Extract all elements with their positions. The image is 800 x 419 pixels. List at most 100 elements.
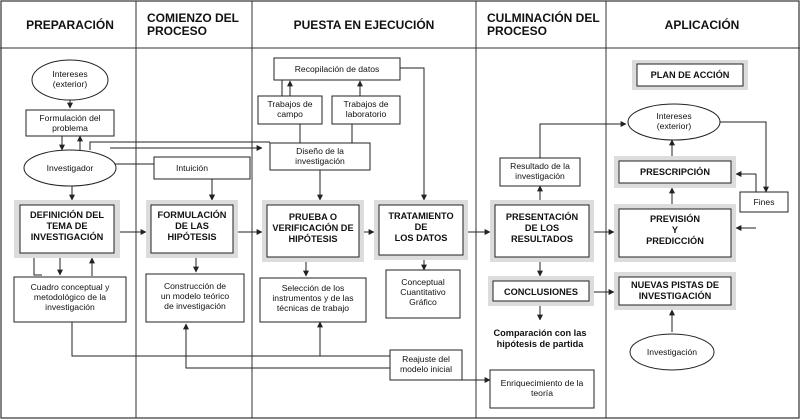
label-line: Y bbox=[672, 225, 678, 235]
label-line: PUESTA EN EJECUCIÓN bbox=[294, 17, 435, 32]
label-line: CULMINACIÓN DEL bbox=[487, 10, 600, 25]
recopilacion-datos-box bbox=[273, 57, 401, 81]
label-line: Formulación del bbox=[39, 113, 100, 123]
formulacion-problema-box bbox=[25, 109, 115, 137]
label-line: Cuantitativo bbox=[400, 287, 446, 297]
label-line: Gráfico bbox=[409, 297, 437, 307]
label-line: laboratorio bbox=[346, 109, 387, 119]
intereses-exterior-ellipse bbox=[31, 59, 109, 101]
label-line: Fines bbox=[753, 197, 774, 207]
construccion-modelo-box bbox=[145, 273, 245, 323]
label-line: Comparación con las bbox=[494, 328, 587, 338]
label-line: DE LOS bbox=[525, 223, 559, 233]
label-line: DE bbox=[415, 222, 428, 232]
column-header: PUESTA EN EJECUCIÓN bbox=[294, 17, 435, 32]
label-line: campo bbox=[277, 109, 303, 119]
label-line: investigación bbox=[295, 156, 345, 166]
seleccion-instrumentos-box bbox=[259, 277, 367, 323]
label-line: investigación bbox=[45, 302, 95, 312]
label-line: Trabajos de bbox=[343, 99, 388, 109]
label-line: Resultado de la bbox=[510, 161, 570, 171]
label-line: PRUEBA O bbox=[289, 212, 337, 222]
trabajos-laboratorio-box bbox=[331, 95, 401, 125]
label-line: Investigación bbox=[647, 347, 697, 357]
label-line: RESULTADOS bbox=[511, 234, 573, 244]
investigacion-label: Investigación bbox=[647, 347, 697, 357]
intereses-exterior-label: Intereses(exterior) bbox=[52, 69, 87, 89]
label-line: investigación bbox=[515, 171, 565, 181]
label-line: (exterior) bbox=[53, 79, 88, 89]
prevision-prediccion-box bbox=[618, 208, 732, 258]
label-line: problema bbox=[52, 123, 88, 133]
connectors bbox=[33, 67, 769, 383]
label-line: HIPÓTESIS bbox=[167, 231, 216, 242]
enriquecimiento-teoria-box bbox=[489, 369, 595, 409]
label-line: de investigación bbox=[164, 301, 226, 311]
label-line: INVESTIGACIÓN bbox=[31, 231, 104, 242]
label-line: Trabajos de bbox=[267, 99, 312, 109]
fines-box bbox=[739, 191, 789, 213]
label-line: Intereses bbox=[52, 69, 87, 79]
investigacion-ellipse bbox=[629, 333, 715, 371]
label-line: NUEVAS PISTAS DE bbox=[631, 280, 719, 290]
plan-accion-label: PLAN DE ACCIÓN bbox=[651, 69, 730, 80]
label-line: Reajuste del bbox=[402, 354, 450, 364]
diseno-investigacion-box bbox=[269, 142, 371, 171]
label-line: modelo inicial bbox=[400, 364, 452, 374]
label-line: TRATAMIENTO bbox=[388, 211, 453, 221]
label-line: Construcción de bbox=[164, 281, 226, 291]
label-line: Conceptual bbox=[401, 277, 445, 287]
definicion-tema-box bbox=[19, 204, 115, 254]
label-line: LOS DATOS bbox=[395, 233, 448, 243]
label-line: CONCLUSIONES bbox=[504, 287, 578, 297]
label-line: TEMA DE bbox=[46, 221, 87, 231]
label-line: metodológico de la bbox=[34, 292, 106, 302]
column-header: PREPARACIÓN bbox=[26, 17, 114, 32]
label-line: PRESENTACIÓN bbox=[506, 211, 579, 222]
prescripcion-box bbox=[618, 160, 732, 184]
investigador-ellipse bbox=[23, 149, 117, 187]
label-line: DEFINICIÓN DEL bbox=[30, 209, 104, 220]
label-line: PLAN DE ACCIÓN bbox=[651, 69, 730, 80]
intuicion-label: Intuición bbox=[176, 163, 208, 173]
label-line: hipótesis de partida bbox=[497, 339, 585, 349]
label-line: PRESCRIPCIÓN bbox=[640, 166, 710, 177]
intuicion-box bbox=[153, 156, 251, 180]
presentacion-resultados-box bbox=[494, 204, 590, 258]
formulacion-hipotesis-box bbox=[150, 204, 234, 254]
label-line: PREPARACIÓN bbox=[26, 17, 114, 32]
label-line: instrumentos y de las bbox=[272, 293, 353, 303]
label-line: HIPÓTESIS bbox=[288, 233, 337, 244]
conclusiones-label: CONCLUSIONES bbox=[504, 287, 578, 297]
intereses-exterior-2-label: Intereses(exterior) bbox=[656, 111, 691, 131]
label-line: PROCESO bbox=[147, 24, 207, 38]
trabajos-campo-box bbox=[257, 95, 323, 125]
label-line: teoría bbox=[531, 388, 553, 398]
conceptual-grafico-box bbox=[385, 269, 461, 319]
label-line: Recopilación de datos bbox=[295, 64, 380, 74]
column-header: APLICACIÓN bbox=[665, 17, 740, 32]
resultado-investigacion-box bbox=[499, 157, 581, 187]
label-line: (exterior) bbox=[657, 121, 692, 131]
label-line: INVESTIGACIÓN bbox=[639, 290, 712, 301]
label-line: técnicas de trabajo bbox=[277, 303, 349, 313]
label-line: Enriquecimiento de la bbox=[501, 378, 584, 388]
comparacion-hipotesis-box bbox=[484, 320, 596, 358]
